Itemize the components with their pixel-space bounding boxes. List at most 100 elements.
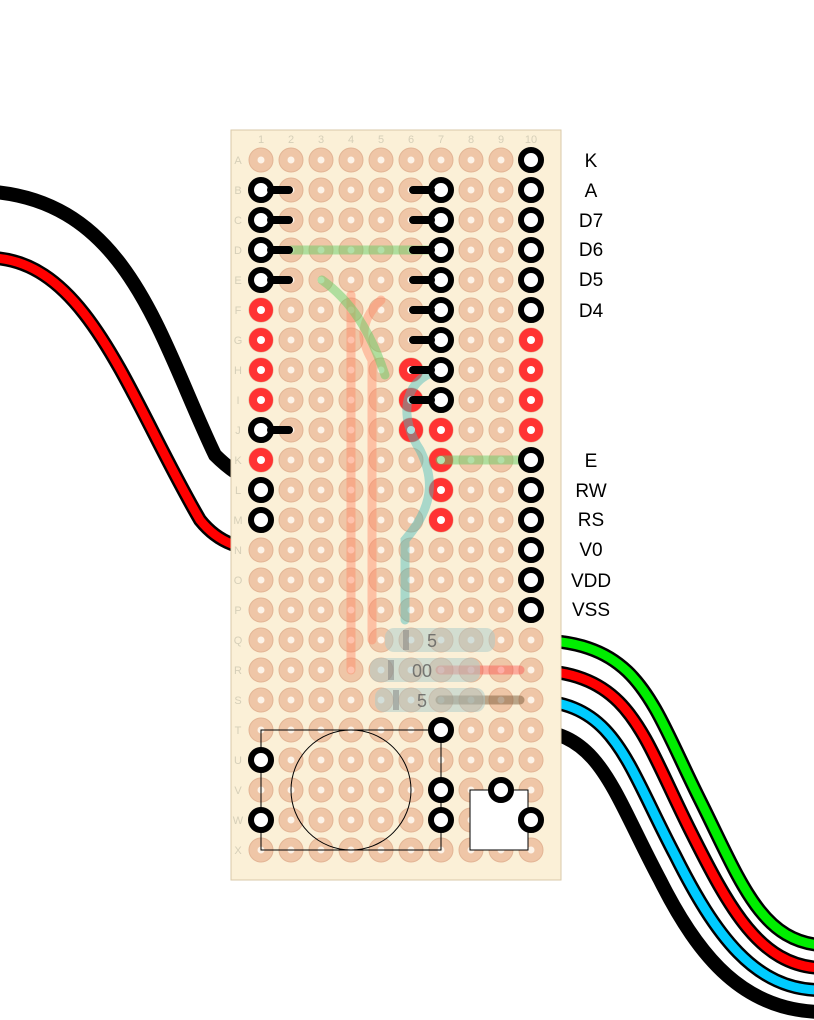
connector-pin xyxy=(518,447,544,473)
connector-pin xyxy=(518,537,544,563)
pad-hole xyxy=(407,486,415,494)
connector-pin xyxy=(518,147,544,173)
pad-hole xyxy=(377,816,385,824)
resistor-3-label: 5 xyxy=(417,691,427,711)
connector-pin xyxy=(428,777,454,803)
pad-hole xyxy=(317,156,325,164)
pad-hole xyxy=(287,816,295,824)
pad-hole xyxy=(347,696,355,704)
pad-hole xyxy=(467,336,475,344)
pad-hole xyxy=(287,156,295,164)
row-label: F xyxy=(235,305,242,317)
offboard-wire-red-right xyxy=(525,665,814,972)
offboard-wires xyxy=(0,185,814,1019)
connector-pin xyxy=(248,807,274,833)
pad-hole xyxy=(437,546,445,554)
row-label: J xyxy=(235,425,241,437)
pad-hole xyxy=(467,276,475,284)
pad-hole xyxy=(257,546,265,554)
pad-hole xyxy=(347,156,355,164)
pad-hole xyxy=(467,516,475,524)
pad-hole xyxy=(497,606,505,614)
pad-hole xyxy=(497,336,505,344)
pad-hole xyxy=(347,276,355,284)
resistor-1-label: 5 xyxy=(427,631,437,651)
connector-pin xyxy=(518,207,544,233)
pad-hole xyxy=(437,576,445,584)
red-pad-hole xyxy=(527,336,535,344)
pad-hole xyxy=(377,546,385,554)
pad-hole xyxy=(287,666,295,674)
pad-hole xyxy=(347,426,355,434)
pad-hole xyxy=(347,486,355,494)
pad-hole xyxy=(527,696,535,704)
resistor-1-body xyxy=(385,628,495,652)
offboard-wire-cyan-right xyxy=(525,695,814,995)
pad-hole xyxy=(407,156,415,164)
connector-pin xyxy=(428,807,454,833)
pad-hole xyxy=(347,456,355,464)
red-pad-hole xyxy=(437,516,445,524)
pad-hole xyxy=(377,276,385,284)
offboard-wire-black-right-outline xyxy=(523,723,814,1019)
pad-hole xyxy=(377,606,385,614)
connector-pin xyxy=(518,597,544,623)
pad-hole xyxy=(287,756,295,764)
pad-hole xyxy=(317,696,325,704)
pad-hole xyxy=(317,486,325,494)
pad-hole xyxy=(347,666,355,674)
pad-hole xyxy=(407,546,415,554)
pad-hole xyxy=(497,396,505,404)
pad-hole xyxy=(377,786,385,794)
pin-label-rw: RW xyxy=(575,481,607,502)
row-label: R xyxy=(234,665,242,677)
pin-label-vss: VSS xyxy=(571,600,611,621)
column-label: 7 xyxy=(438,134,444,146)
row-label: S xyxy=(234,695,241,707)
red-pad-hole xyxy=(257,396,265,404)
stripboard xyxy=(230,129,562,881)
pad-hole xyxy=(527,726,535,734)
pad-hole xyxy=(497,576,505,584)
pad-hole xyxy=(317,456,325,464)
red-pad-hole xyxy=(437,426,445,434)
column-label: 1 xyxy=(258,134,264,146)
button-circle xyxy=(290,729,412,851)
pad-hole xyxy=(407,756,415,764)
pad-hole xyxy=(497,546,505,554)
row-label: G xyxy=(234,335,243,347)
pad-hole xyxy=(467,726,475,734)
row-label: X xyxy=(234,845,242,857)
pad-hole xyxy=(497,636,505,644)
pad-hole xyxy=(497,276,505,284)
column-label: 8 xyxy=(468,134,474,146)
pad-hole xyxy=(467,606,475,614)
pad-hole xyxy=(347,546,355,554)
pad-hole xyxy=(467,426,475,434)
pad-hole xyxy=(527,756,535,764)
pad-hole xyxy=(317,636,325,644)
connector-pin xyxy=(518,177,544,203)
pad-hole xyxy=(497,486,505,494)
pad-hole xyxy=(377,576,385,584)
resistor-2-label: 00 xyxy=(412,661,432,681)
connector-pin xyxy=(518,297,544,323)
pad-hole xyxy=(317,666,325,674)
red-pad-hole xyxy=(527,426,535,434)
red-pad-hole xyxy=(257,336,265,344)
pad-hole xyxy=(317,426,325,434)
pad-hole xyxy=(467,186,475,194)
pad-hole xyxy=(467,486,475,494)
pad-hole xyxy=(377,336,385,344)
pad-hole xyxy=(467,246,475,254)
pad-hole xyxy=(377,216,385,224)
connector-pin xyxy=(518,507,544,533)
pad-hole xyxy=(467,306,475,314)
offboard-wire-green-right xyxy=(525,635,814,949)
column-label: 6 xyxy=(408,134,414,146)
pad-hole xyxy=(527,786,535,794)
row-label: L xyxy=(235,485,241,497)
pad-hole xyxy=(497,246,505,254)
pad-hole xyxy=(467,396,475,404)
